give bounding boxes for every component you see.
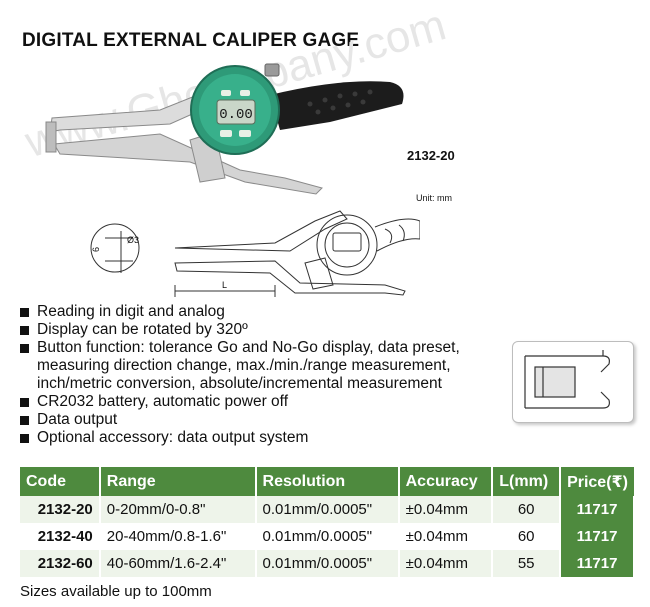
cell-price: 11717: [560, 550, 635, 577]
page-title: DIGITAL EXTERNAL CALIPER GAGE: [22, 30, 360, 51]
header-price: Price(₹): [560, 467, 634, 496]
header-code: Code: [20, 467, 101, 496]
dim-height: 6: [91, 247, 101, 252]
jaw-inset-diagram: [512, 341, 634, 423]
cell-code: 2132-40: [20, 523, 101, 550]
feature-item: CR2032 battery, automatic power off: [20, 393, 460, 411]
table-header-row: Code Range Resolution Accuracy L(mm) Pri…: [20, 467, 634, 496]
technical-diagram: Ø3 6 L: [90, 210, 420, 297]
cell-price: 11717: [560, 523, 635, 550]
square-bullet-icon: [20, 416, 29, 425]
square-bullet-icon: [20, 344, 29, 353]
square-bullet-icon: [20, 326, 29, 335]
display-reading: 0.00: [219, 107, 253, 123]
table-row: 2132-40 20-40mm/0.8-1.6" 0.01mm/0.0005" …: [20, 523, 635, 550]
table-row: 2132-60 40-60mm/1.6-2.4" 0.01mm/0.0005" …: [20, 550, 635, 577]
cell-length: 55: [492, 550, 562, 577]
square-bullet-icon: [20, 398, 29, 407]
feature-item: Data output: [20, 411, 460, 429]
feature-item: Display can be rotated by 320º: [20, 321, 460, 339]
header-accuracy: Accuracy: [398, 467, 494, 496]
cell-resolution: 0.01mm/0.0005": [255, 496, 400, 523]
cell-resolution: 0.01mm/0.0005": [255, 550, 400, 577]
table-row: 2132-20 0-20mm/0-0.8" 0.01mm/0.0005" ±0.…: [20, 496, 635, 523]
cell-accuracy: ±0.04mm: [398, 496, 494, 523]
cell-length: 60: [492, 496, 562, 523]
feature-continuation: measuring direction change, max./min./ra…: [37, 357, 451, 374]
cell-length: 60: [492, 523, 562, 550]
feature-list: Reading in digit and analog Display can …: [20, 303, 460, 447]
cell-price: 11717: [560, 496, 635, 523]
cell-code: 2132-60: [20, 550, 101, 577]
feature-item: Reading in digit and analog: [20, 303, 460, 321]
cell-resolution: 0.01mm/0.0005": [255, 523, 400, 550]
product-photo: 0.00: [45, 63, 404, 195]
feature-item: Optional accessory: data output system: [20, 429, 460, 447]
jaw-detail-icon: [524, 350, 610, 409]
feature-continuation: inch/metric conversion, absolute/increme…: [37, 375, 442, 392]
header-range: Range: [99, 467, 257, 496]
footnote: Sizes available up to 100mm: [20, 583, 212, 600]
header-resolution: Resolution: [255, 467, 400, 496]
model-label: 2132-20: [407, 148, 455, 163]
cell-range: 20-40mm/0.8-1.6": [99, 523, 257, 550]
square-bullet-icon: [20, 434, 29, 443]
dim-diameter: Ø3: [127, 235, 139, 245]
cell-code: 2132-20: [20, 496, 101, 523]
square-bullet-icon: [20, 308, 29, 317]
feature-item: Button function: tolerance Go and No-Go …: [20, 339, 460, 357]
dim-length: L: [222, 280, 227, 290]
cell-accuracy: ±0.04mm: [398, 523, 494, 550]
unit-label: Unit: mm: [416, 193, 452, 203]
header-length: L(mm): [492, 467, 562, 496]
cell-accuracy: ±0.04mm: [398, 550, 494, 577]
cell-range: 40-60mm/1.6-2.4": [99, 550, 257, 577]
cell-range: 0-20mm/0-0.8": [99, 496, 257, 523]
spec-table: Code Range Resolution Accuracy L(mm) Pri…: [20, 467, 635, 577]
